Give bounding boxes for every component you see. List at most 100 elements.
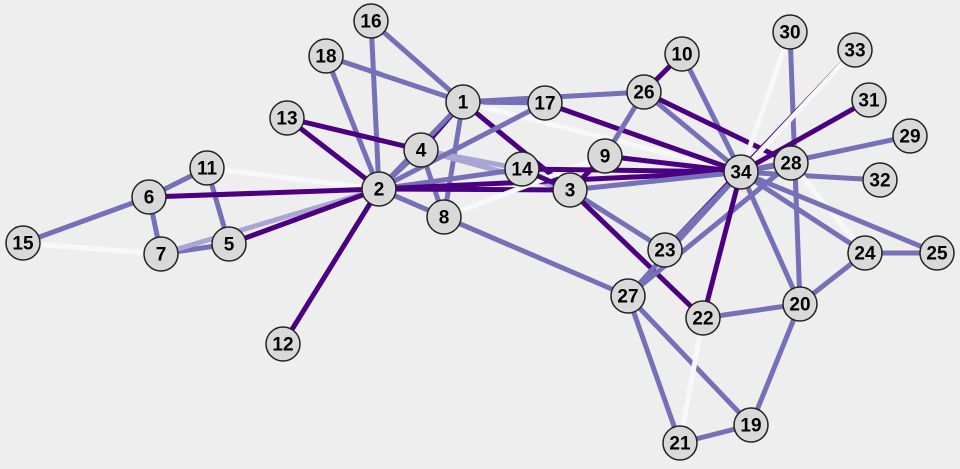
node-circle [626,74,662,110]
edge-13-2 [285,116,381,191]
node-7: 7 [143,236,179,272]
node-label: 8 [439,208,450,229]
node-30: 30 [772,14,808,50]
edge-22-21 [677,317,706,444]
node-label: 9 [600,147,611,168]
node-circle [265,326,301,362]
edge-26-34 [642,90,743,174]
node-label: 26 [633,83,654,104]
node-label: 13 [276,109,297,130]
node-6: 6 [131,179,167,215]
node-circle [610,278,646,314]
node-label: 33 [844,41,865,62]
node-circle [527,85,563,121]
node-18: 18 [308,38,344,74]
edge-3-22 [568,188,705,320]
node-23: 23 [647,232,683,268]
node-31: 31 [851,82,887,118]
edge-11-2 [206,165,380,192]
edge-20-19 [748,303,803,426]
node-label: 16 [360,12,381,33]
node-label: 25 [926,244,948,265]
node-circle [919,235,955,271]
node-label: 21 [669,434,691,455]
node-label: 1 [458,93,469,114]
node-29: 29 [892,118,928,154]
node-circle [189,150,225,186]
edge-3-34 [569,169,742,193]
node-circle [131,179,167,215]
edge-16-2 [368,20,382,190]
edge-18-1 [325,53,464,105]
node-5: 5 [211,226,247,262]
node-13: 13 [269,100,305,136]
edge-3-23 [568,187,667,253]
node-21: 21 [662,425,698,461]
node-label: 6 [144,188,155,209]
node-circle [647,232,683,268]
node-11: 11 [189,150,225,186]
edge-31-34 [739,97,871,175]
edge-34-20 [738,170,803,306]
node-circle [5,225,41,261]
node-26: 26 [626,74,662,110]
node-circle [862,162,898,198]
node-circle [308,38,344,74]
node-label: 3 [565,181,576,202]
node-label: 5 [224,235,235,256]
node-circle [782,286,818,322]
node-24: 24 [847,235,883,271]
node-22: 22 [685,300,721,336]
node-circle [403,132,439,168]
node-circle [892,118,928,154]
node-20: 20 [782,286,818,322]
node-circle [426,199,462,235]
node-label: 2 [374,180,385,201]
node-10: 10 [664,36,700,72]
node-circle [664,36,700,72]
node-label: 24 [854,244,876,265]
node-label: 19 [740,416,761,437]
node-circle [445,84,481,120]
node-circle [851,82,887,118]
node-12: 12 [265,326,301,362]
node-8: 8 [426,199,462,235]
node-circle [837,32,873,68]
node-label: 31 [858,91,880,112]
node-circle [772,14,808,50]
node-circle [587,138,623,174]
node-circle [504,151,540,187]
edge-14-34 [521,166,742,175]
edge-34-25 [740,169,938,256]
edge-33-34 [739,48,857,174]
edge-18-2 [323,55,382,190]
node-circle [773,145,809,181]
edge-6-15 [22,194,150,246]
node-2: 2 [361,171,397,207]
node-17: 17 [527,85,563,121]
node-circle [552,172,588,208]
node-label: 10 [671,45,692,66]
node-circle [269,100,305,136]
node-circle [143,236,179,272]
edge-13-4 [286,115,422,153]
node-15: 15 [5,225,41,261]
node-circle [685,300,721,336]
node-circle [662,425,698,461]
edge-7-15 [22,240,162,257]
node-label: 28 [780,154,801,175]
node-circle [847,235,883,271]
edge-27-21 [625,295,683,444]
node-label: 15 [12,234,34,255]
edge-12-2 [280,187,382,346]
node-label: 7 [156,245,167,266]
node-25: 25 [919,235,955,271]
node-label: 23 [654,241,675,262]
node-label: 18 [315,47,336,68]
edge-10-34 [679,52,744,174]
node-label: 27 [617,287,638,308]
node-circle [361,171,397,207]
node-4: 4 [403,132,439,168]
